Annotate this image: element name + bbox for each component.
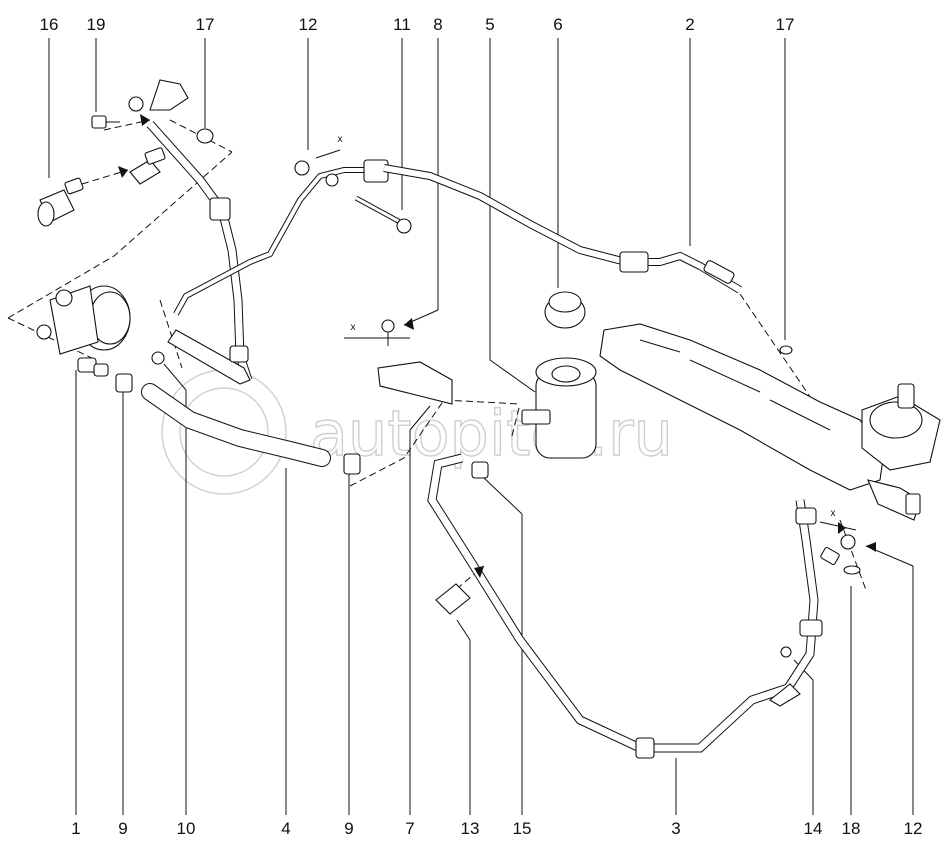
callout-4: 4 (281, 819, 290, 838)
callout-12b: 12 (904, 819, 923, 838)
callout-8: 8 (433, 15, 442, 34)
callout-7: 7 (405, 819, 414, 838)
power-steering-pump (36, 285, 131, 377)
bolt-11 (354, 195, 412, 234)
return-hose (115, 373, 361, 475)
callout-14: 14 (804, 819, 823, 838)
callout-1: 1 (71, 819, 80, 838)
callout-2: 2 (685, 15, 694, 34)
callout-17b: 17 (776, 15, 795, 34)
callouts-top: 16 19 17 12 11 8 5 6 2 17 (40, 15, 795, 34)
pressure-line-2 (383, 164, 743, 294)
callout-15: 15 (513, 819, 532, 838)
arrowheads (118, 114, 876, 578)
callout-9: 9 (118, 819, 127, 838)
callout-19: 19 (87, 15, 106, 34)
assembly-lines (7, 119, 867, 597)
watermark-text: autopiter.ru (310, 397, 673, 470)
callout-12: 12 (299, 15, 318, 34)
callout-9b: 9 (344, 819, 353, 838)
callout-16: 16 (40, 15, 59, 34)
high-pressure-line (146, 121, 389, 385)
callout-5: 5 (485, 15, 494, 34)
pressure-switch (37, 147, 166, 227)
x-mark: x (338, 134, 343, 145)
suction-hose (427, 453, 840, 759)
callout-18: 18 (842, 819, 861, 838)
fluid-reservoir (521, 291, 597, 459)
callout-10: 10 (177, 819, 196, 838)
callout-3: 3 (671, 819, 680, 838)
bolt-19 (91, 115, 120, 129)
x-mark: x (831, 508, 836, 519)
callout-13: 13 (461, 819, 480, 838)
x-marks: x x x (315, 134, 857, 531)
hose-clip-13 (435, 583, 471, 615)
watermark: autopiter.ru (161, 369, 674, 495)
x-mark: x (351, 322, 356, 333)
callout-6: 6 (553, 15, 562, 34)
callout-17: 17 (196, 15, 215, 34)
callout-11: 11 (393, 15, 411, 34)
bracket-clip-top (128, 79, 214, 144)
callouts-bottom: 1 9 10 4 9 7 13 15 3 14 18 12 (71, 819, 922, 838)
steering-rack (599, 323, 941, 575)
reservoir-bracket (377, 319, 453, 405)
